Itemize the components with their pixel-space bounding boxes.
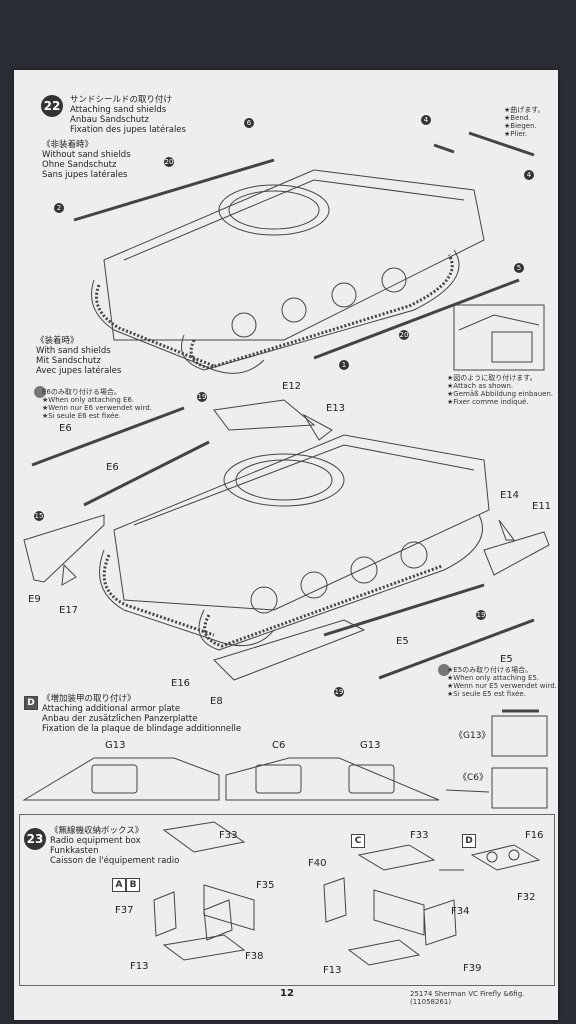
- variant-c-badge: C: [351, 834, 365, 848]
- part-f16: F16: [525, 830, 544, 841]
- part-f40: F40: [308, 858, 327, 869]
- callout-circle: 4: [421, 115, 431, 125]
- armor-label-g13-b: G13: [360, 740, 381, 751]
- part-e13: E13: [326, 403, 346, 414]
- part-e12: E12: [282, 381, 302, 392]
- armor-plate-drawing: [22, 709, 548, 809]
- part-e5-a: E5: [396, 636, 409, 647]
- callout-circle: 4: [524, 170, 534, 180]
- part-f33-ab: F33: [219, 830, 238, 841]
- part-f38: F38: [245, 951, 264, 962]
- variant-a-badge: A: [112, 878, 126, 892]
- callout-circle: 1: [339, 360, 349, 370]
- part-f33-c: F33: [410, 830, 429, 841]
- detail-label-g13: 《G13》: [454, 731, 491, 741]
- tank-drawing-upper: [73, 131, 545, 374]
- part-e9: E9: [28, 594, 41, 605]
- callout-circle: 19: [197, 392, 207, 402]
- part-e6-b: E6: [106, 462, 119, 473]
- part-f13-c: F13: [323, 965, 342, 976]
- step-23-badge: 23: [24, 828, 46, 850]
- part-f32: F32: [517, 892, 536, 903]
- armor-label-g13-a: G13: [105, 740, 126, 751]
- without-shields-label: 《非装着時》 Without sand shields Ohne Sandsch…: [42, 140, 131, 180]
- part-e6-a: E6: [59, 423, 72, 434]
- part-e5-b: E5: [500, 654, 513, 665]
- callout-circle: 5: [514, 263, 524, 273]
- callout-circle: 20: [399, 330, 409, 340]
- part-e8: E8: [210, 696, 223, 707]
- part-f39: F39: [463, 963, 482, 974]
- e6-only-note: E6のみ取り付ける場合。 ★When only attaching E6. ★W…: [42, 388, 152, 420]
- radio-box-drawing: [153, 821, 541, 966]
- note-bullet-e6: [34, 386, 46, 398]
- part-f34: F34: [451, 906, 470, 917]
- tank-drawing-lower: [23, 399, 550, 681]
- attach-note: ★図のように取り付けます。 ★Attach as shown. ★Gemäß A…: [447, 374, 554, 406]
- callout-circle: 19: [476, 610, 486, 620]
- e5-only-note: ★E5のみ取り付ける場合。 ★When only attaching E5. ★…: [447, 666, 557, 698]
- callout-circle: 6: [244, 118, 254, 128]
- with-shields-label: 《装着時》 With sand shields Mit Sandschutz A…: [36, 336, 122, 376]
- detail-label-c6: 《C6》: [458, 773, 489, 783]
- instruction-page: 22 サンドシールドの取り付け Attaching sand shields A…: [14, 70, 558, 1020]
- step-22-badge: 22: [41, 95, 63, 117]
- part-e11: E11: [532, 501, 552, 512]
- bend-note: ★曲げます。 ★Bend. ★Biegen. ★Plier.: [504, 106, 545, 138]
- part-e17: E17: [59, 605, 79, 616]
- variant-b-badge: B: [126, 878, 140, 892]
- callout-circle: 19: [334, 687, 344, 697]
- part-e14: E14: [500, 490, 520, 501]
- variant-d-badge: D: [462, 834, 476, 848]
- part-e16: E16: [171, 678, 191, 689]
- step-23-title: 《無線機収納ボックス》 Radio equipment box Funkkast…: [50, 826, 180, 866]
- callout-circle: 15: [34, 511, 44, 521]
- part-f13-ab: F13: [130, 961, 149, 972]
- section-d-title: 《増加装甲の取り付け》 Attaching additional armor p…: [42, 694, 242, 734]
- page-number: 12: [280, 988, 294, 999]
- section-d-badge: D: [24, 696, 38, 710]
- callout-circle: 2: [54, 203, 64, 213]
- step-22-title: サンドシールドの取り付け Attaching sand shields Anba…: [70, 95, 186, 135]
- step-23-frame: [19, 814, 555, 986]
- product-code: 25174 Sherman VC Firefly &6fig. (1105826…: [410, 990, 525, 1006]
- armor-label-c6: C6: [272, 740, 286, 751]
- note-bullet-e5: [438, 664, 450, 676]
- callout-circle: 20: [164, 157, 174, 167]
- part-f35: F35: [256, 880, 275, 891]
- part-f37: F37: [115, 905, 134, 916]
